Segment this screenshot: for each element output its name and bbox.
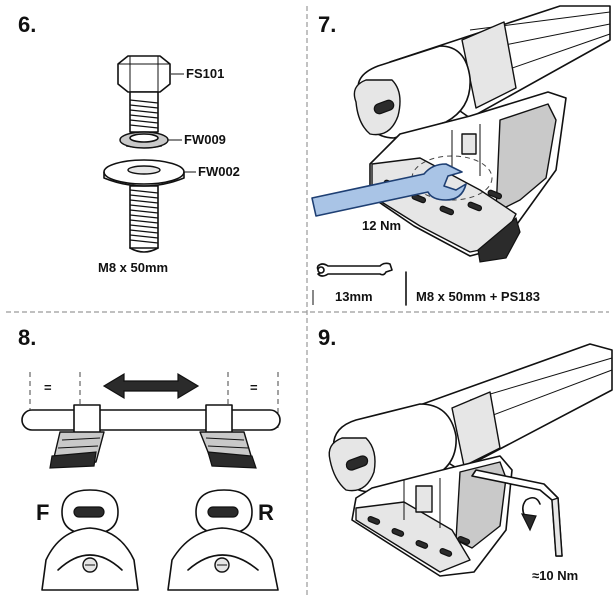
step-7-torque-label: 12 Nm (362, 218, 401, 233)
step-9-number: 9. (318, 325, 336, 350)
bolt-thread (129, 199, 159, 204)
front-end-view (41, 489, 139, 591)
bar-end-cap-final (328, 403, 457, 493)
washer-icon (119, 131, 169, 149)
bolt-thread (129, 109, 159, 114)
hardware-label: M8 x 50mm + PS183 (416, 289, 540, 304)
step-8-number: 8. (18, 325, 36, 350)
bolt-thread (129, 224, 159, 229)
hex-key-icon (471, 469, 563, 557)
rotation-arrow-icon (520, 496, 541, 532)
bolt-thread (129, 119, 159, 124)
front-letter: F (36, 500, 49, 525)
clamp-band (461, 21, 517, 109)
small-wrench-icon (316, 262, 393, 277)
bolt-thread (129, 204, 159, 209)
wrench-icon (311, 163, 467, 217)
bolt-thread (129, 229, 159, 234)
step-7-number: 7. (318, 12, 336, 37)
step-7-panel: 12 Nm 13mm M8 x 50mm + PS183 (311, 5, 611, 306)
part-label-fw009: FW009 (184, 132, 226, 147)
wrench-size-label: 13mm (335, 289, 373, 304)
equal-mark-left: = (44, 380, 52, 395)
foot-left (49, 404, 105, 469)
bolt-thread (129, 239, 159, 244)
rear-end-view (167, 489, 279, 591)
part-label-fs101: FS101 (186, 66, 224, 81)
clamp-band-final (451, 391, 501, 467)
bolt-thread (129, 219, 159, 224)
bolt-thread (129, 99, 159, 104)
rear-letter: R (258, 500, 274, 525)
step-8-panel: = = F R (21, 372, 281, 591)
bar-end-cap (353, 45, 471, 139)
bolt-thread (129, 209, 159, 214)
foot-right (199, 404, 257, 469)
double-arrow-icon (102, 372, 200, 400)
part-label-fw002: FW002 (198, 164, 240, 179)
foot-bracket-final (351, 455, 513, 577)
bolt-thread (129, 114, 159, 119)
bolt-thread (129, 194, 159, 199)
step-6-panel: FS101 FW009 FW002 M8 x 50mm (98, 55, 240, 275)
bolt-thread (129, 234, 159, 239)
step-9-torque-label: ≈10 Nm (532, 568, 578, 583)
step-9-panel: ≈10 Nm (328, 343, 613, 583)
bolt-thread (129, 214, 159, 219)
equal-mark-right: = (250, 380, 258, 395)
bolt-size-label: M8 x 50mm (98, 260, 168, 275)
bolt-icon (117, 55, 171, 253)
bolt-thread (129, 124, 159, 129)
step-6-number: 6. (18, 12, 36, 37)
roof-bar-side (21, 409, 281, 431)
flat-washer-icon (103, 159, 185, 187)
bolt-thread (129, 104, 159, 109)
bolt-thread (129, 189, 159, 194)
